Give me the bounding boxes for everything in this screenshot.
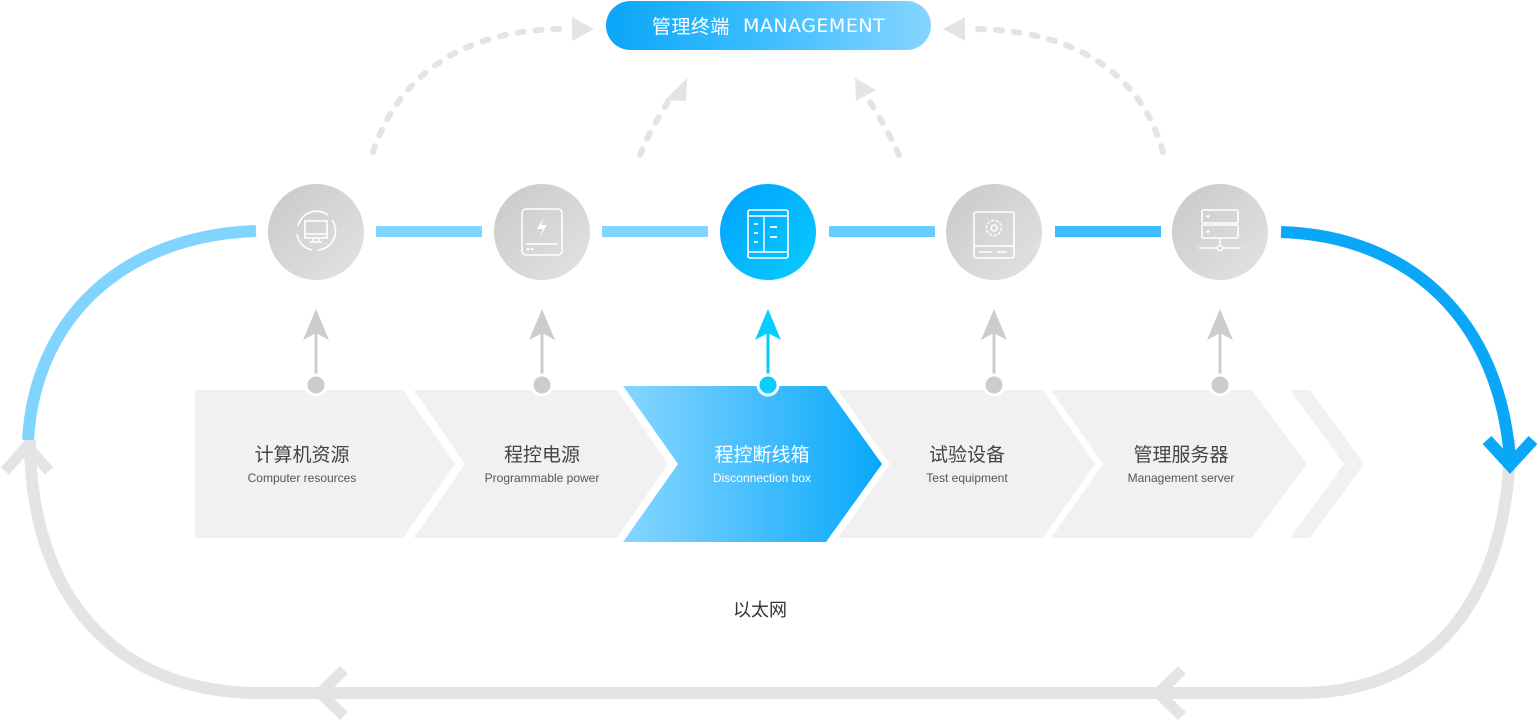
step-subtitle: Management server <box>1127 471 1235 485</box>
up-arrow-disconnect <box>755 309 781 397</box>
anchor-dot <box>756 373 780 397</box>
ethernet-label: 以太网 <box>733 600 787 621</box>
anchor-dot <box>304 373 328 397</box>
node-server[interactable] <box>1172 184 1268 280</box>
management-label-cn: 管理终端 <box>651 16 730 38</box>
anchor-dot <box>982 373 1006 397</box>
node-computer[interactable] <box>268 184 364 280</box>
step-chevron-disconnect[interactable] <box>623 386 882 542</box>
step-label-computer: 计算机资源 Computer resources <box>202 443 402 487</box>
arrowhead-icon <box>981 309 1007 340</box>
connector <box>1055 226 1161 237</box>
step-subtitle: Test equipment <box>926 471 1008 485</box>
step-title: 管理服务器 <box>1133 444 1229 466</box>
arrowhead-icon <box>855 78 876 101</box>
gear-device-icon <box>973 211 1015 259</box>
step-title: 计算机资源 <box>254 444 350 466</box>
step-label-disconnect: 程控断线箱 Disconnection box <box>662 443 862 487</box>
step-subtitle: Disconnection box <box>712 471 812 485</box>
left-arrow-chevron-icon <box>312 666 348 720</box>
step-subtitle: Computer resources <box>247 471 357 485</box>
step-title: 程控断线箱 <box>714 444 810 466</box>
management-terminal-button[interactable]: 管理终端 MANAGEMENT <box>606 1 931 50</box>
connector <box>376 226 482 237</box>
up-arrow-chevron-icon <box>0 437 54 475</box>
up-arrow-power <box>529 309 555 397</box>
arrowhead-icon <box>755 309 781 340</box>
arrowhead-icon <box>943 17 965 41</box>
arrowhead-icon <box>665 78 687 101</box>
up-arrow-computer <box>303 309 329 397</box>
step-label-server: 管理服务器 Management server <box>1081 443 1281 487</box>
arrowhead-icon <box>572 17 594 41</box>
anchor-dot <box>530 373 554 397</box>
node-test[interactable] <box>946 184 1042 280</box>
ethernet-loop-track <box>24 439 1516 699</box>
server-icon <box>1199 209 1241 252</box>
node-disconnect[interactable] <box>720 184 816 280</box>
right-blue-arc <box>1280 226 1516 461</box>
arrowhead-icon <box>529 309 555 340</box>
trailing-chevron <box>1290 390 1364 538</box>
down-arrow-icon <box>1482 435 1537 474</box>
power-supply-icon <box>521 208 563 256</box>
arrowhead-icon <box>303 309 329 340</box>
arrowhead-icon <box>1207 309 1233 340</box>
step-title: 试验设备 <box>928 444 1005 466</box>
step-label-power: 程控电源 Programmable power <box>442 443 642 487</box>
step-chevron-test[interactable] <box>838 390 1095 538</box>
step-chevron-server[interactable] <box>1051 390 1307 538</box>
left-blue-arc <box>22 225 257 441</box>
step-chevron-power[interactable] <box>414 390 668 538</box>
up-arrow-test <box>981 309 1007 397</box>
step-subtitle: Programmable power <box>484 471 600 485</box>
anchor-dot <box>1208 373 1232 397</box>
step-title: 程控电源 <box>503 444 580 466</box>
connector <box>829 226 935 237</box>
up-arrow-server <box>1207 309 1233 397</box>
node-power[interactable] <box>494 184 590 280</box>
step-label-test: 试验设备 Test equipment <box>867 443 1067 487</box>
left-arrow-chevron-icon <box>1150 666 1186 720</box>
monitor-icon <box>296 210 337 251</box>
cabinet-icon <box>747 209 789 259</box>
dashed-link-left-outer <box>370 26 563 155</box>
connector <box>602 226 708 237</box>
dashed-link-left-inner <box>637 99 671 158</box>
dashed-link-right-inner <box>867 99 902 158</box>
step-chevron-computer[interactable] <box>195 390 455 538</box>
management-label-en: MANAGEMENT <box>742 14 886 37</box>
dashed-link-right-outer <box>972 26 1166 155</box>
